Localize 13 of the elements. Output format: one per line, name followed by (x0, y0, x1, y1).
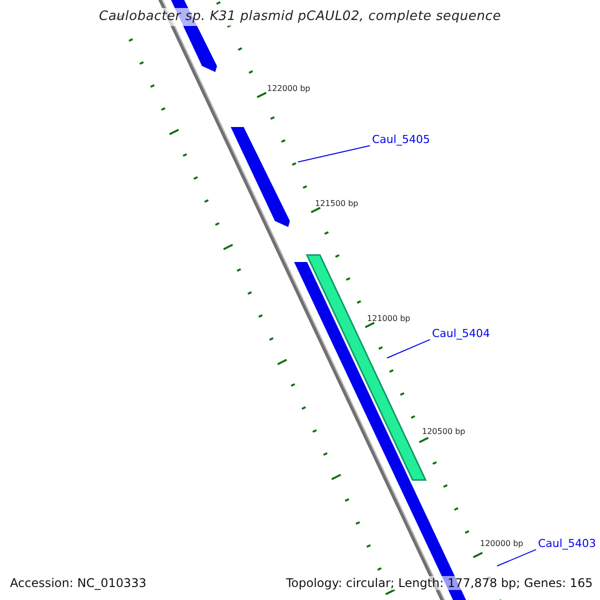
position-label: 121000 bp (367, 313, 410, 325)
gene-label: Caul_5403 (538, 536, 596, 552)
position-label: 120500 bp (422, 426, 466, 438)
gene-label: Caul_5404 (432, 326, 490, 342)
map-info-text: Topology: circular; Length: 177,878 bp; Genes: 165 (286, 576, 593, 590)
map-info-text: Accession: NC_010333 (10, 576, 146, 590)
leader-line (386, 339, 430, 358)
position-label: 122000 bp (267, 83, 310, 95)
leader-line (496, 549, 536, 566)
leader-line (298, 145, 370, 162)
gene-label: Caul_5405 (372, 132, 430, 148)
position-label: 120000 bp (480, 538, 524, 550)
position-label: 121500 bp (315, 198, 358, 210)
